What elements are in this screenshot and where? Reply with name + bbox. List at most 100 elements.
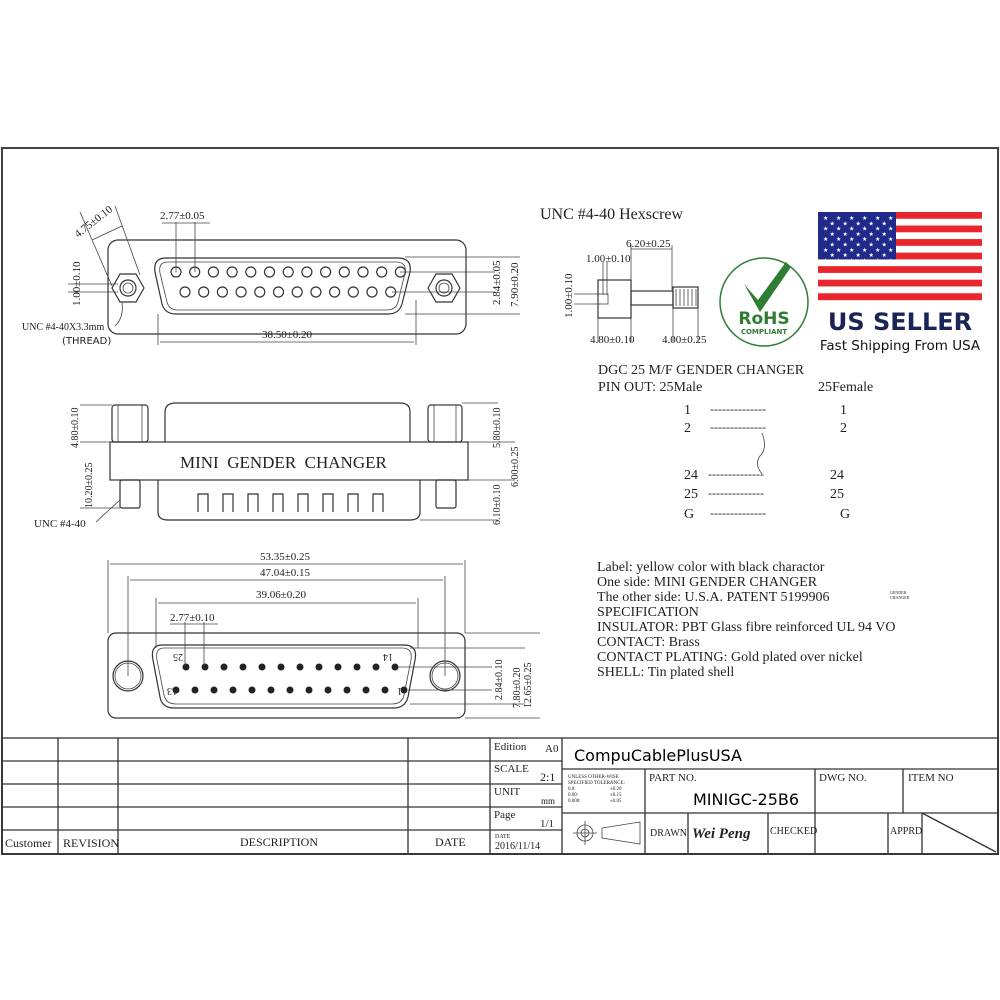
spec-notes: Label: yellow color with black charactor… (597, 560, 910, 680)
label-text: 2 (684, 421, 691, 436)
star-icon: ★ (843, 220, 848, 227)
top-view-pins (170, 266, 406, 298)
pin-socket (272, 286, 285, 298)
label-text: 25 (684, 487, 698, 502)
drawn-label: DRAWN (650, 828, 687, 839)
pin-socket (338, 266, 350, 278)
pin-socket (263, 266, 276, 278)
pin-socket (329, 286, 341, 298)
tolerance-note: UNLESS OTHER-WISE SPECIFIED TOLERANCE: 0… (568, 775, 625, 804)
dim-height: 7.90±0.20 (509, 262, 521, 307)
dim-pitch-bottom: 2.77±0.10 (170, 612, 215, 624)
us-seller-text: US SELLER (828, 308, 972, 336)
projection-symbol-icon (573, 821, 641, 845)
label-text: -------------- (710, 402, 766, 416)
scale-value: 2:1 (540, 770, 555, 784)
contact-slot (222, 493, 234, 512)
contact-slot (347, 493, 359, 512)
rohs-badge: RoHS COMPLIANT (719, 257, 809, 347)
star-icon: ★ (843, 242, 848, 249)
pinout-male-label: PIN OUT: 25Male (598, 380, 702, 395)
flag-stripe (818, 266, 982, 274)
col-description: DESCRIPTION (240, 835, 318, 849)
label-text: 1 (840, 403, 847, 418)
star-icon: ★ (836, 247, 841, 254)
star-icon: ★ (836, 257, 841, 264)
date-label: DATE (495, 834, 511, 840)
flag-stripe (818, 279, 982, 287)
checkmark-icon (744, 262, 791, 312)
star-icon: ★ (843, 231, 848, 238)
label-text: -------------- (708, 486, 764, 500)
hexscrew-title: UNC #4-40 Hexscrew (540, 206, 684, 223)
pin (334, 663, 342, 671)
pin-label-1: 1 (397, 685, 402, 696)
star-icon: ★ (836, 215, 841, 222)
label-text: SPECIFIED TOLERANCE: (568, 781, 625, 786)
label-text: 25 (830, 487, 844, 502)
pinout-table: DGC 25 M/F GENDER CHANGER PIN OUT: 25Mal… (598, 363, 873, 522)
star-icon: ★ (888, 236, 893, 243)
star-icon: ★ (869, 231, 874, 238)
pin-socket (235, 286, 247, 298)
star-icon: ★ (856, 231, 861, 238)
star-icon: ★ (869, 252, 874, 259)
flag-stripe (818, 245, 982, 253)
star-icon: ★ (849, 257, 854, 264)
col-customer: Customer (5, 836, 52, 850)
star-icon: ★ (882, 242, 887, 249)
label-text: 2 (840, 421, 847, 436)
pin (372, 663, 380, 671)
pin (229, 686, 237, 694)
pin (248, 686, 256, 694)
flag-stripe (818, 225, 982, 233)
star-icon: ★ (856, 242, 861, 249)
flag-stripe (818, 259, 982, 267)
thread-sub: (THREAD) (62, 336, 111, 347)
tiny-note: CHANGER (890, 595, 910, 600)
pin-socket (216, 286, 228, 298)
label-text: -------------- (708, 467, 764, 481)
label-text: 0.00: (568, 793, 578, 798)
pin-label-25: 25 (173, 651, 183, 662)
star-icon: ★ (823, 226, 828, 233)
contact-slot (197, 493, 209, 512)
star-icon: ★ (823, 257, 828, 264)
apprd-label: APPRD (890, 826, 922, 837)
star-icon: ★ (862, 257, 867, 264)
flag-stripe (818, 232, 982, 240)
flag-stripe (818, 239, 982, 247)
star-icon: ★ (862, 247, 867, 254)
side-view-contacts (197, 493, 384, 512)
pin (258, 663, 266, 671)
label-text: 0.0: (568, 787, 576, 792)
contact-slot (372, 493, 384, 512)
star-icon: ★ (830, 252, 835, 259)
star-icon: ★ (869, 220, 874, 227)
pin-socket (310, 286, 322, 298)
dim-width: 38.50±0.20 (262, 329, 313, 341)
dim-left-top: 4.80±0.10 (70, 408, 81, 449)
star-icon: ★ (823, 236, 828, 243)
pin-socket (179, 286, 191, 298)
pinout-female-label: 25Female (818, 380, 873, 395)
fast-shipping-text: Fast Shipping From USA (820, 338, 981, 354)
bottom-view: 25 14 13 1 53.35±0.25 47.04±0.15 39.06±0… (107, 551, 540, 719)
thread-label: UNC #4-40X3.3mm (22, 322, 104, 333)
dim-slot: 1.00±0.10 (71, 261, 83, 306)
label-text: -------------- (710, 506, 766, 520)
pin (305, 686, 313, 694)
star-icon: ★ (849, 236, 854, 243)
pin (201, 663, 209, 671)
pin-socket (282, 266, 294, 278)
star-icon: ★ (830, 220, 835, 227)
pinout-row: 2--------------2 (684, 420, 847, 436)
pin (400, 686, 408, 694)
contact-slot (297, 493, 309, 512)
title-block: Customer REVISION DESCRIPTION DATE Editi… (1, 737, 999, 855)
star-icon: ★ (856, 252, 861, 259)
hex-nut-right (427, 273, 461, 303)
pin-socket (376, 266, 388, 278)
page-label: Page (494, 809, 516, 821)
dim-holes: 47.04±0.15 (260, 567, 311, 579)
